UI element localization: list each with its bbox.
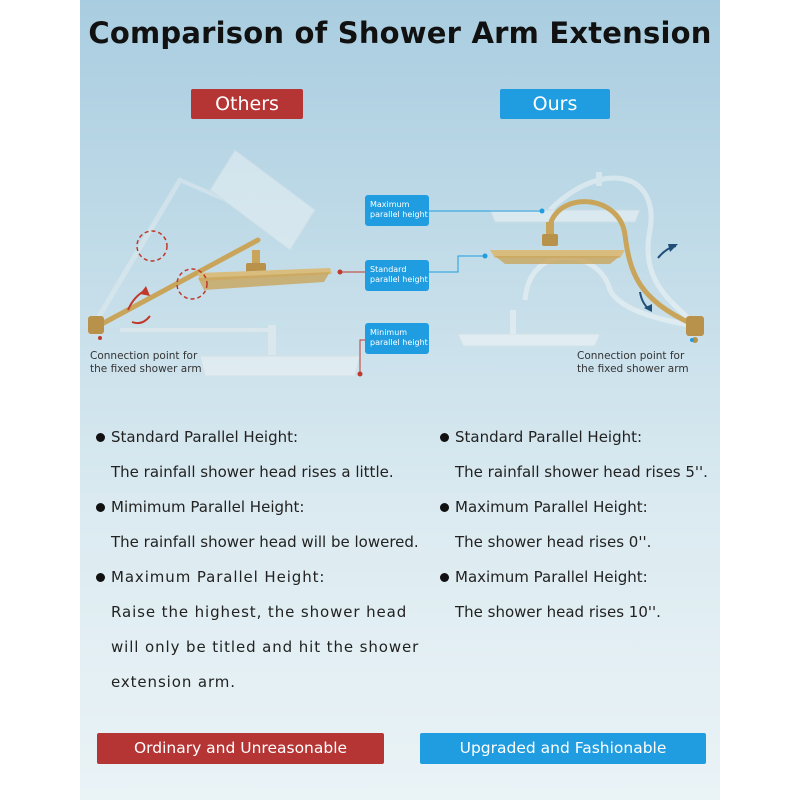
upgraded-label-banner: Upgraded and Fashionable: [420, 733, 706, 764]
list-item: Maximum Parallel Height: The shower head…: [440, 490, 720, 560]
shower-arm-diagram: [88, 149, 704, 377]
list-item: Maximum Parallel Height: Raise the highe…: [96, 560, 426, 700]
callout-standard-parallel-height: Standard parallel height: [365, 260, 429, 291]
others-standard-arm: [88, 237, 332, 334]
ours-standard-arm: [490, 199, 704, 343]
list-item: Standard Parallel Height: The rainfall s…: [440, 420, 720, 490]
others-tag: Others: [191, 89, 303, 119]
ours-min-position: [457, 255, 691, 347]
callout-standard-line-1: Standard: [370, 265, 407, 274]
callout-minimum-parallel-height: Minimum parallel height: [365, 323, 429, 354]
others-min-position: [120, 325, 361, 377]
list-item-description: The rainfall shower head rises 5''.: [455, 463, 708, 481]
callout-minimum-line-2: parallel height: [370, 338, 428, 347]
list-item: Maximum Parallel Height: The shower head…: [440, 560, 720, 630]
others-max-position: [91, 149, 316, 328]
list-item-heading: Maximum Parallel Height:: [440, 560, 720, 595]
callout-minimum-line-1: Minimum: [370, 328, 408, 337]
ordinary-label-banner: Ordinary and Unreasonable: [97, 733, 384, 764]
page-title: Comparison of Shower Arm Extension: [88, 16, 712, 50]
ours-feature-list: Standard Parallel Height: The rainfall s…: [440, 420, 720, 630]
connection-label-line-1: Connection point for: [90, 350, 198, 362]
others-feature-list: Standard Parallel Height: The rainfall s…: [96, 420, 426, 700]
list-item-heading: Standard Parallel Height:: [96, 420, 426, 455]
comparison-panel: Comparison of Shower Arm Extension Other…: [80, 0, 720, 800]
ours-tag: Ours: [500, 89, 610, 119]
connection-label-others: Connection point for the fixed shower ar…: [90, 350, 220, 376]
list-item-description: The rainfall shower head will be lowered…: [111, 533, 419, 551]
connection-label-ours: Connection point for the fixed shower ar…: [577, 350, 707, 376]
list-item-heading: Maximum Parallel Height:: [440, 490, 720, 525]
callout-maximum-parallel-height: Maximum parallel height: [365, 195, 429, 226]
list-item-heading: Standard Parallel Height:: [440, 420, 720, 455]
list-item-description: will only be titled and hit the shower: [111, 638, 420, 656]
list-item-description: The rainfall shower head rises a little.: [111, 463, 394, 481]
list-item-description: The shower head rises 0''.: [455, 533, 652, 551]
others-joint-marker-upper: [136, 230, 168, 262]
connection-label-line-2: the fixed shower arm: [577, 363, 689, 375]
callout-maximum-line-2: parallel height: [370, 210, 428, 219]
others-rotate-arrow-down: [131, 315, 151, 325]
list-item-description: extension arm.: [111, 673, 236, 691]
list-item-heading: Mimimum Parallel Height:: [96, 490, 426, 525]
list-item-heading: Maximum Parallel Height:: [96, 560, 426, 595]
callout-standard-line-2: parallel height: [370, 275, 428, 284]
ours-max-position: [489, 172, 692, 322]
connection-label-line-1: Connection point for: [577, 350, 685, 362]
list-item-description: Raise the highest, the shower head: [111, 603, 408, 621]
list-item-description: The shower head rises 10''.: [455, 603, 661, 621]
list-item: Standard Parallel Height: The rainfall s…: [96, 420, 426, 490]
others-joint-marker-lower: [176, 268, 208, 300]
connection-label-line-2: the fixed shower arm: [90, 363, 202, 375]
list-item: Mimimum Parallel Height: The rainfall sh…: [96, 490, 426, 560]
callout-maximum-line-1: Maximum: [370, 200, 410, 209]
